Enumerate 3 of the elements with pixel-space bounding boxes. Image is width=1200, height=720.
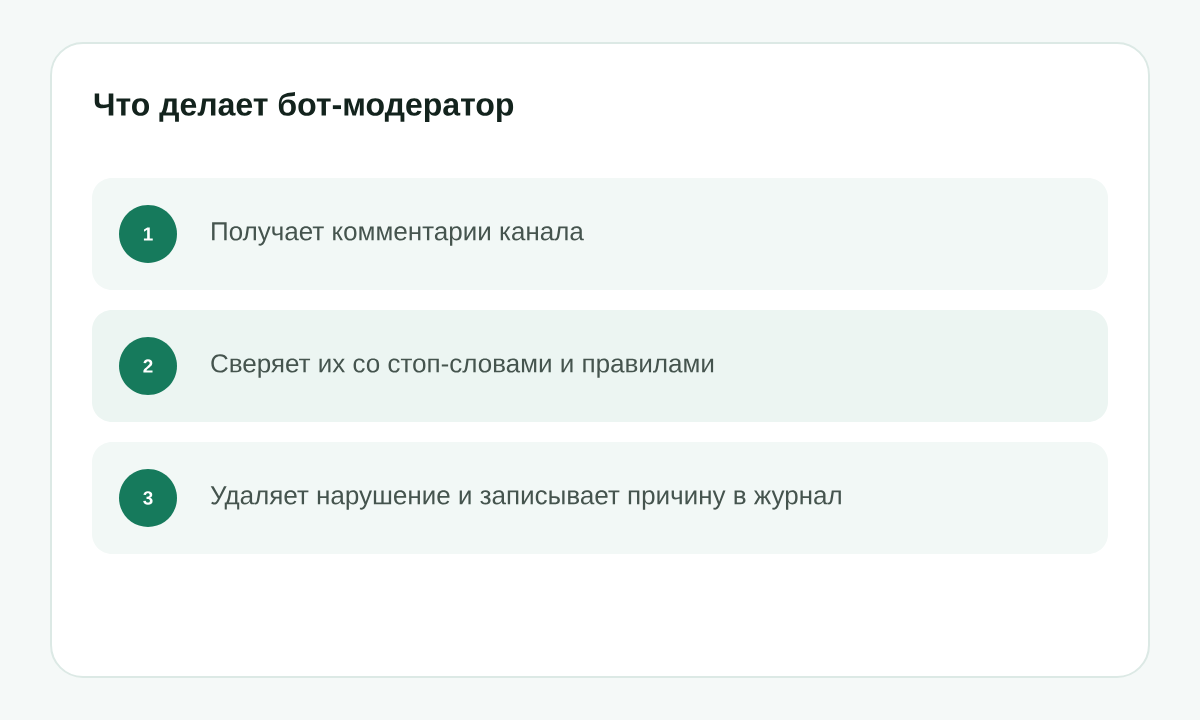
number-badge: 2 [119, 337, 177, 395]
number-badge: 1 [119, 205, 177, 263]
number-badge: 3 [119, 469, 177, 527]
